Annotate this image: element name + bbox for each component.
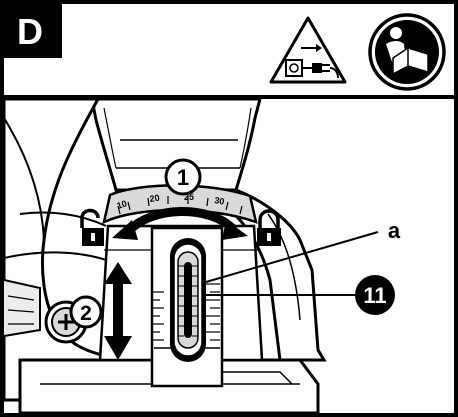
rotate-arrow — [124, 207, 238, 236]
rotate-arrowhead-left — [112, 220, 138, 240]
panel-letter-tab — [2, 2, 62, 58]
lock-icon — [257, 209, 281, 246]
dial-mark-20: 20 — [149, 193, 160, 204]
dial-mark-10: 10 — [116, 198, 129, 211]
read-manual-icon — [368, 13, 446, 91]
dial-mark-25: 25 — [184, 192, 194, 202]
leader-a — [205, 231, 379, 283]
callout-a-label: a — [388, 218, 401, 243]
callout-11-badge — [355, 275, 395, 315]
unlock-icon — [80, 208, 104, 246]
scale-ticks-left — [152, 291, 164, 341]
callout-2-label: 2 — [80, 302, 92, 325]
rotate-arrowhead-right — [222, 220, 248, 240]
callout-11-label: 11 — [363, 283, 386, 308]
callout-1-label: 1 — [177, 165, 189, 190]
scale-ticks-right — [206, 283, 220, 341]
dial-mark-30: 30 — [214, 195, 226, 207]
vertical-adjust-arrow — [104, 262, 132, 360]
callout-2-badge — [69, 295, 103, 329]
depth-dial-ring — [102, 184, 258, 225]
tool-drawing: 10 20 25 30 — [4, 99, 379, 413]
unplug-warning-icon — [269, 16, 347, 84]
depth-lever — [170, 238, 206, 362]
panel-letter: D — [17, 11, 43, 52]
callout-1-badge — [164, 158, 202, 196]
